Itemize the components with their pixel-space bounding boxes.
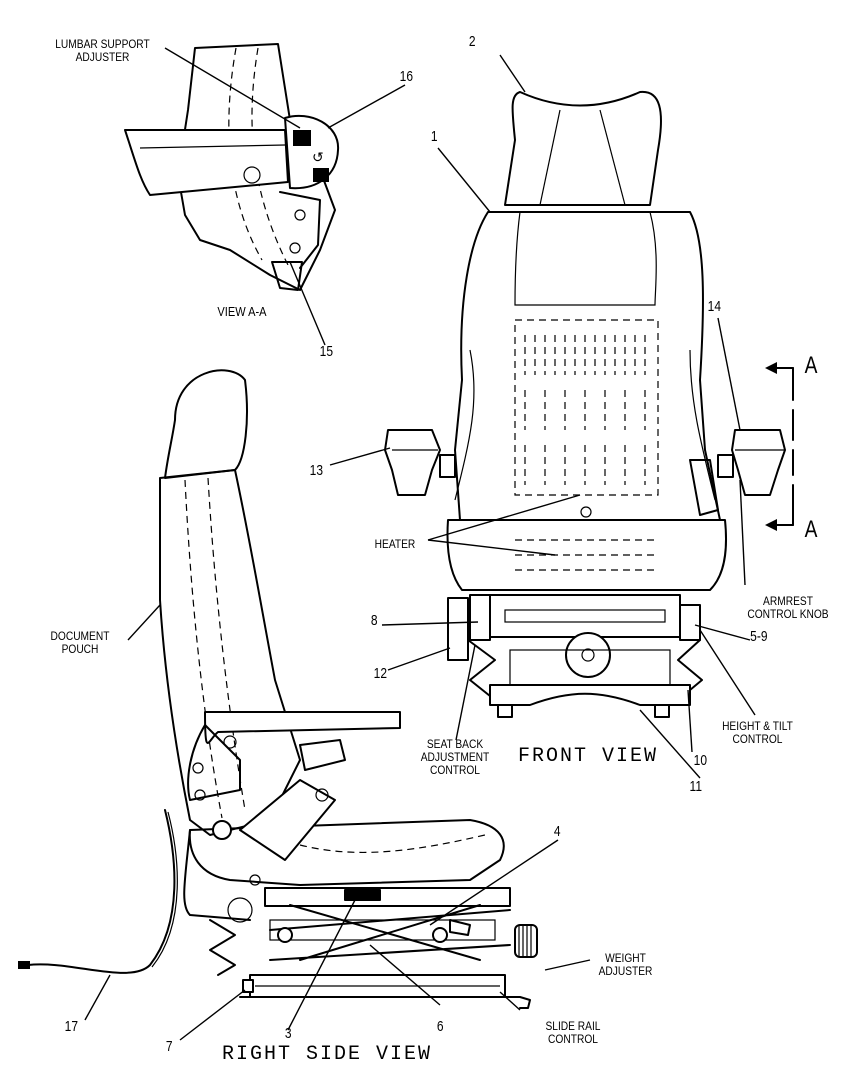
- callout-16: 16: [399, 68, 414, 85]
- right-side-view-title: RIGHT SIDE VIEW: [222, 1043, 433, 1066]
- callout-17: 17: [64, 1018, 79, 1035]
- front-view-title: FRONT VIEW: [518, 745, 659, 768]
- callout-1: 1: [430, 128, 438, 145]
- front-view-seat: [384, 90, 786, 718]
- callout-2: 2: [468, 33, 476, 50]
- section-mark-a-top: A: [804, 352, 818, 379]
- label-heater: HEATER: [374, 537, 416, 551]
- callout-5-9: 5-9: [750, 628, 768, 645]
- callout-3: 3: [284, 1025, 292, 1042]
- callout-12: 12: [373, 665, 388, 682]
- callout-11: 11: [689, 778, 703, 795]
- callout-14: 14: [707, 298, 722, 315]
- section-mark-a-bottom: A: [804, 516, 818, 543]
- view-a-a-title: VIEW A-A: [217, 304, 267, 319]
- callout-8: 8: [370, 612, 378, 629]
- callout-7: 7: [165, 1038, 173, 1055]
- callout-4: 4: [553, 823, 561, 840]
- callout-13: 13: [309, 462, 324, 479]
- callout-10: 10: [693, 752, 708, 769]
- right-side-view-seat: [18, 369, 538, 1009]
- svg-text:↺: ↺: [312, 150, 324, 166]
- callout-15: 15: [319, 343, 334, 360]
- view-a-a-detail: ↺: [124, 43, 340, 291]
- section-line-a: [765, 362, 794, 531]
- callout-6: 6: [436, 1018, 444, 1035]
